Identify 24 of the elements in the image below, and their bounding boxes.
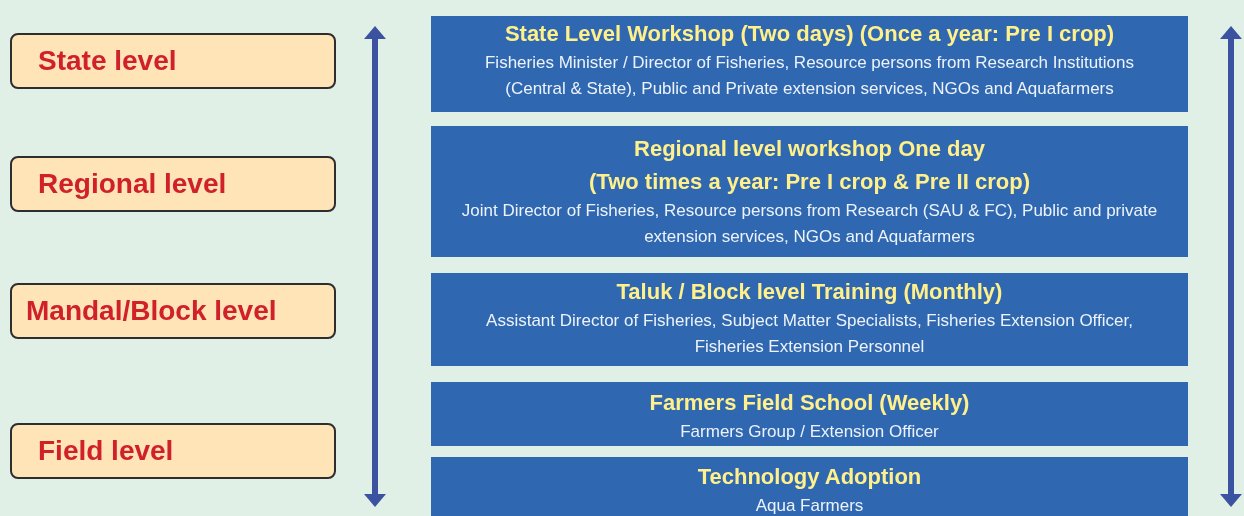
participants-text: Aqua Farmers: [755, 495, 864, 516]
level-label: State level: [38, 45, 177, 77]
participants-text: Fisheries Minister / Director of Fisheries, Resource persons from Research Institutions (Central & State), Public and Private extension services, NGOs and Aquafarmers: [483, 52, 1136, 100]
activity-box: [431, 126, 1188, 257]
level-box: [10, 33, 336, 89]
level-label: Mandal/Block level: [26, 295, 277, 327]
activity-box: [431, 273, 1188, 366]
level-box: [10, 423, 336, 479]
activity-title: Taluk / Block level Training (Monthly): [616, 278, 1003, 306]
activity-title: Farmers Field School (Weekly): [649, 389, 970, 417]
level-box: [10, 283, 336, 339]
activity-title: (Two times a year: Pre I crop & Pre II crop): [589, 168, 1030, 196]
level-label: Regional level: [38, 168, 227, 200]
activity-box: [431, 382, 1188, 446]
activity-title: Regional level workshop One day: [634, 135, 985, 163]
level-box: [10, 156, 336, 212]
activity-title: Technology Adoption: [697, 463, 922, 491]
participants-text: Joint Director of Fisheries, Resource persons from Research (SAU & FC), Public and private extension services, NGOs and Aquafarmers: [460, 200, 1159, 248]
level-label: Field level: [38, 435, 174, 467]
activity-title: State Level Workshop (Two days) (Once a year: Pre I crop): [504, 20, 1115, 48]
activity-box: [431, 16, 1188, 112]
participants-text: Assistant Director of Fisheries, Subject Matter Specialists, Fisheries Extension Officer, Fisheries Extension Personnel: [485, 310, 1134, 358]
activity-box: [431, 457, 1188, 516]
participants-text: Farmers Group / Extension Officer: [680, 421, 939, 443]
